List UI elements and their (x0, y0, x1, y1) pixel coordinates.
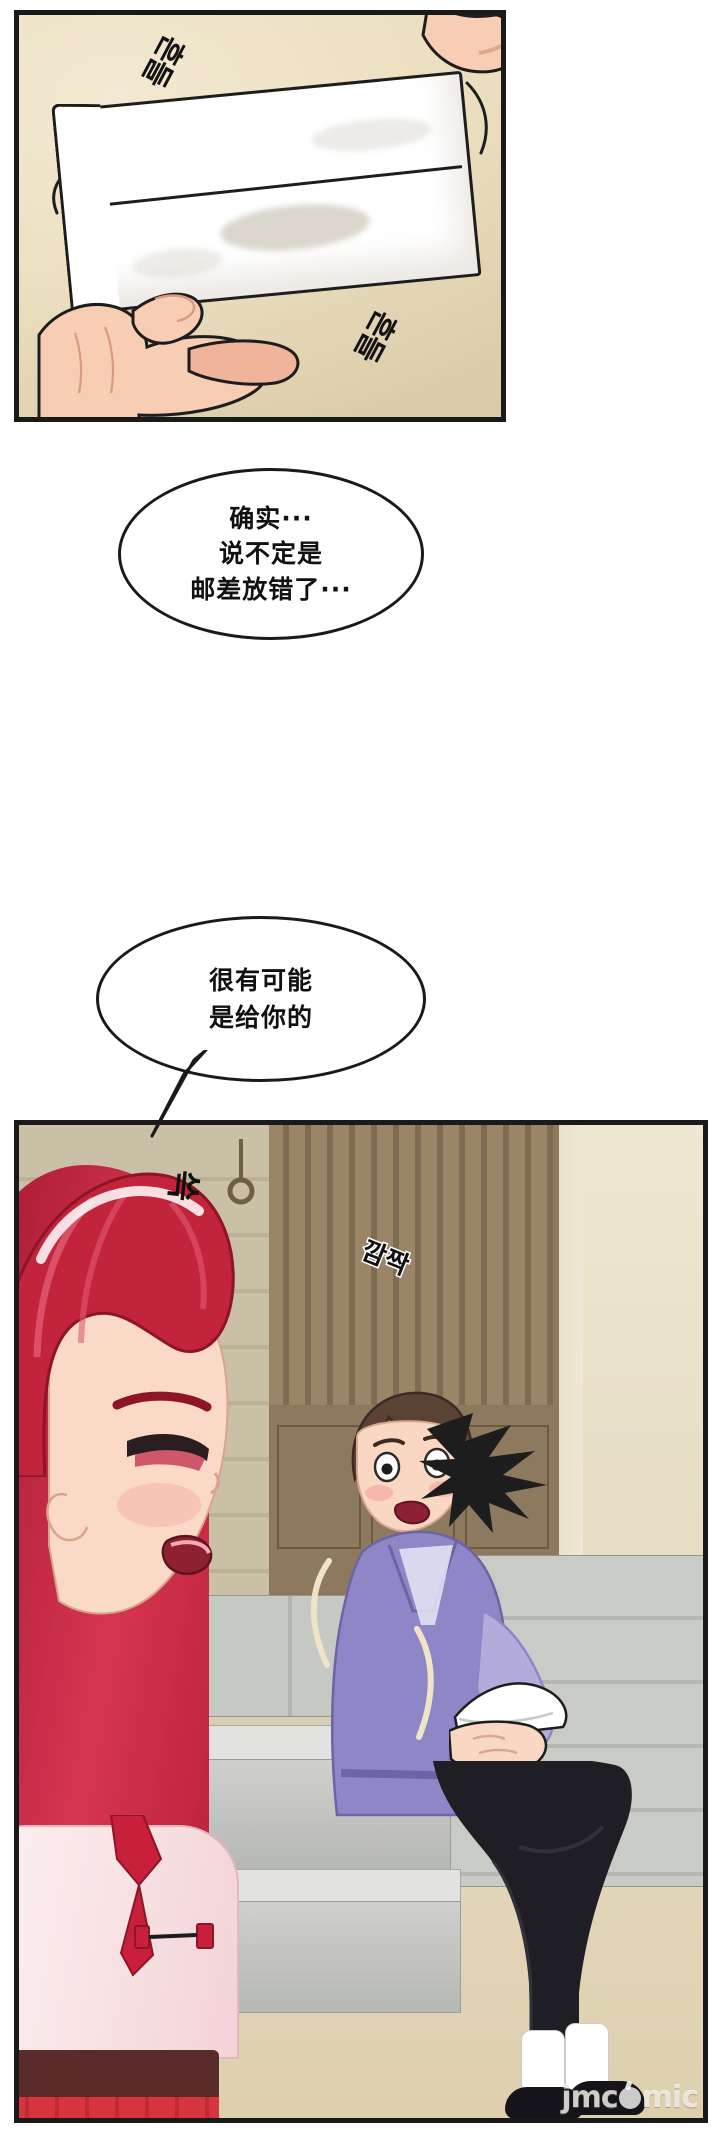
girl-skirt (19, 2097, 219, 2118)
motion-lines-right-icon (465, 81, 488, 155)
stairs-scene-panel (14, 1120, 708, 2123)
girl-waistband (19, 2050, 219, 2102)
shock-flash-icon (419, 1413, 547, 1533)
speech-bubble-first: 确实··· 说不定是 邮差放错了··· (118, 468, 424, 640)
girl-uniform-clasp-icon (134, 1923, 214, 1949)
sfx-suk: 쓱 (161, 1167, 205, 1201)
boy-face-icon (356, 1420, 467, 1533)
girl-hair-front-icon (19, 1172, 235, 1477)
speech-bubble-tail-icon (150, 1050, 208, 1138)
site-watermark: jmc mic (561, 2080, 699, 2115)
speech-bubble-second-text: 很有可能 是给你的 (208, 965, 313, 1033)
girl-tie-icon (109, 1815, 163, 1977)
speech-bubble-first-text: 确实··· 说不定是 邮差放错了··· (190, 503, 352, 604)
watermark-apple-icon (618, 2086, 641, 2109)
motion-squiggle-icon (310, 1558, 332, 1668)
hand-right-icon (421, 15, 501, 74)
motion-squiggle-2-icon (414, 1626, 434, 1740)
scene-lattice (267, 1125, 553, 1405)
boy-pants-icon (433, 1761, 632, 2061)
door-ring-icon (227, 1139, 255, 1205)
hand-left-icon (37, 292, 300, 417)
envelope-panel: 흔들 흔들 (14, 10, 506, 422)
speech-bubble-second: 很有可能 是给你的 (96, 916, 426, 1082)
watermark-suffix: mic (641, 2080, 699, 2115)
watermark-prefix: jmc (561, 2080, 618, 2115)
